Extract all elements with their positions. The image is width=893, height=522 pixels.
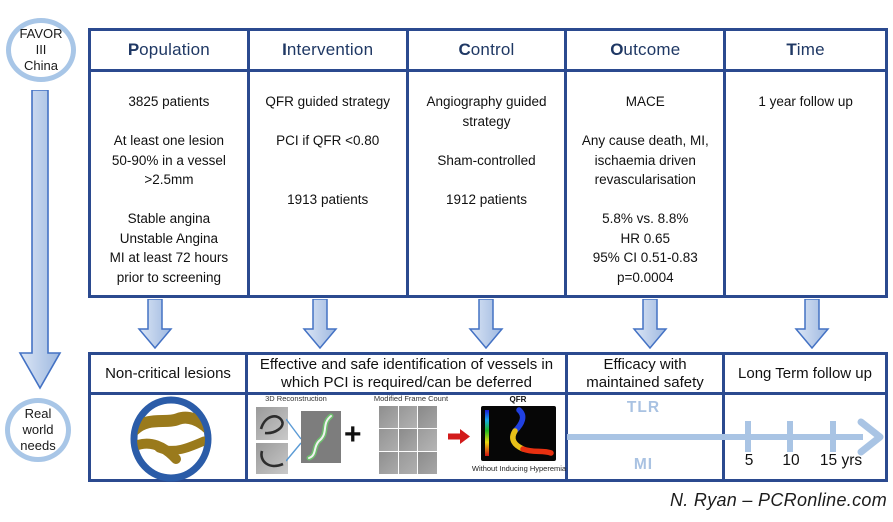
down-arrow-icon	[794, 299, 830, 349]
cell-line: 1913 patients	[287, 191, 369, 207]
non-critical-lesions-header: Non-critical lesions	[91, 355, 248, 395]
mi-label: MI	[633, 456, 654, 473]
angiogram-thumb-image	[256, 407, 288, 440]
cell-line: 1912 patients	[445, 191, 528, 207]
control-cell: Angiography guided strategy Sham-control…	[409, 72, 568, 295]
cell-line: Unstable Angina	[119, 230, 219, 246]
cell-line: Sham-controlled	[437, 152, 536, 168]
long-term-header: Long Term follow up	[725, 355, 885, 395]
header-rest: ime	[796, 40, 825, 59]
red-arrow-icon	[448, 429, 470, 444]
real-world-needs-oval: Real world needs	[5, 398, 71, 462]
cell-line	[409, 131, 565, 151]
cell-line	[250, 151, 406, 171]
header-first-letter: P	[127, 40, 140, 59]
cell-line: 3825 patients	[128, 94, 210, 109]
down-arrow-icon	[137, 299, 173, 349]
recon-label: 3D Reconstruction	[265, 394, 327, 403]
cell-line: 50-90% in a vessel	[111, 152, 226, 168]
cell-line	[250, 112, 406, 132]
angiogram-thumb-image	[256, 443, 288, 474]
effective-identification-header: Effective and safe identification of ves…	[248, 355, 568, 395]
population-cell: 3825 patients At least one lesion 50-90%…	[91, 72, 250, 295]
intervention-cell: QFR guided strategy PCI if QFR <0.80 191…	[250, 72, 409, 295]
cell-line: strategy	[462, 113, 511, 129]
cell-line: p=0.0004	[616, 269, 674, 285]
trial-name-line: China	[24, 58, 58, 74]
cell-line: revascularisation	[594, 172, 696, 187]
needs-line: needs	[20, 438, 56, 454]
trial-name-oval: FAVOR III China	[6, 18, 76, 82]
cell-line: 1 year follow up	[758, 94, 853, 109]
recon-3d-image	[301, 411, 341, 463]
cell-line: MACE	[625, 94, 665, 109]
tick-label-10: 10	[782, 452, 800, 469]
cell-line: Stable angina	[127, 211, 211, 226]
time-cell: 1 year follow up	[726, 72, 885, 295]
down-arrow-icon	[468, 299, 504, 349]
header-first-letter: O	[610, 40, 624, 59]
cell-line	[409, 170, 565, 190]
connector-lines	[286, 418, 302, 462]
cell-line: QFR guided strategy	[265, 94, 390, 109]
header-rest: opulation	[139, 40, 210, 59]
cell-line	[91, 190, 247, 210]
cell-line: Angiography guided	[426, 94, 547, 109]
header-first-letter: C	[458, 40, 471, 59]
header-rest: ntervention	[286, 40, 374, 59]
tlr-label: TLR	[626, 399, 661, 416]
vessel-logo-icon	[130, 396, 212, 482]
frame-count-grid-image	[379, 406, 437, 474]
cell-line	[250, 170, 406, 190]
efficacy-safety-header: Efficacy with maintained safety	[568, 355, 725, 395]
cell-line: Any cause death, MI,	[581, 133, 709, 148]
header-first-letter: T	[786, 40, 797, 59]
cell-line: 5.8% vs. 8.8%	[602, 211, 689, 226]
qfr-panel-image	[481, 406, 556, 461]
cell-line: PCI if QFR <0.80	[276, 133, 380, 148]
header-rest: utcome	[623, 40, 681, 59]
cell-line: MI at least 72 hours	[109, 250, 229, 265]
qfr-label: QFR	[509, 395, 527, 404]
down-arrow-icon	[302, 299, 338, 349]
cell-line: prior to screening	[116, 269, 222, 285]
cell-line: 95% CI 0.51-0.83	[592, 250, 698, 265]
cell-line	[91, 112, 247, 132]
header-rest: ontrol	[470, 40, 515, 59]
trial-name-line: III	[35, 41, 47, 57]
author-credit: N. Ryan – PCRonline.com	[670, 490, 887, 510]
cell-line: HR 0.65	[620, 230, 671, 246]
tick-label-15yrs: 15 yrs	[819, 452, 863, 469]
qfr-caption: Without Inducing Hyperemia	[471, 464, 567, 473]
cell-line: At least one lesion	[113, 133, 225, 148]
plus-sign: +	[344, 418, 362, 451]
cell-line: ischaemia driven	[594, 152, 696, 168]
needs-line: Real	[24, 405, 52, 421]
tick-label-5: 5	[744, 452, 754, 469]
timeline-arrow-icon	[567, 418, 884, 456]
long-down-arrow-icon	[18, 90, 62, 390]
qfr-imagery-cell	[248, 395, 568, 479]
mfc-label: Modified Frame Count	[373, 394, 449, 403]
cell-line	[567, 190, 723, 210]
logo-cell	[91, 395, 248, 479]
cell-line: >2.5mm	[144, 172, 194, 187]
trial-name-line: FAVOR	[19, 25, 63, 41]
needs-line: world	[22, 421, 54, 437]
header-first-letter: I	[282, 40, 287, 59]
cell-line	[567, 112, 723, 132]
down-arrow-icon	[632, 299, 668, 349]
outcome-cell: MACE Any cause death, MI, ischaemia driv…	[567, 72, 727, 295]
